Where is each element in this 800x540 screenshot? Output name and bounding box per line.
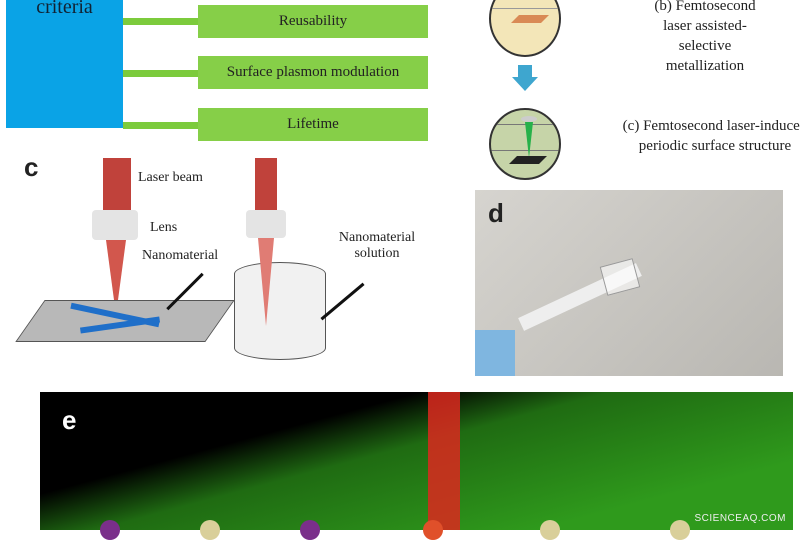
- step-b-label: (b) Femtosecond laser assisted-selective…: [654, 0, 756, 74]
- connector: [123, 122, 198, 129]
- pointer-arrow-icon: [320, 282, 365, 321]
- fluorescence-image: [40, 392, 793, 540]
- photo-tweezers: [475, 190, 783, 376]
- laser-beam-label: Laser beam: [138, 170, 203, 185]
- laser-cone: [106, 240, 126, 315]
- nanomaterial-solution-label: Nanomaterial solution: [338, 230, 416, 261]
- watermark: SCIENCEAQ.COM: [694, 513, 786, 524]
- panel-c-label: c: [24, 152, 39, 182]
- connector: [123, 18, 198, 25]
- laser-beam-2: [255, 158, 277, 210]
- criteria-item-plasmon: Surface plasmon modulation: [198, 56, 428, 89]
- metallization-circle: [489, 0, 561, 57]
- lipss-circle: [489, 108, 561, 180]
- criteria-item-lifetime: Lifetime: [198, 108, 428, 141]
- solution-container: [234, 262, 326, 360]
- down-arrow-head-icon: [512, 77, 538, 91]
- connector: [123, 70, 198, 77]
- nanomaterial-label: Nanomaterial: [142, 248, 219, 263]
- down-arrow-icon: [518, 65, 532, 77]
- laser-beam: [103, 158, 131, 210]
- step-c-label: (c) Femtosecond laser-induced periodic s…: [622, 118, 800, 154]
- criteria-box: [6, 0, 123, 128]
- criteria-item-reusability: Reusability: [198, 5, 428, 38]
- lens-label: Lens: [150, 220, 178, 235]
- lens-2: [246, 210, 286, 238]
- criteria-label: criteria: [36, 0, 93, 18]
- panel-d-label: d: [488, 198, 504, 228]
- panel-e-label: e: [62, 405, 77, 435]
- laser-cone-2: [258, 238, 274, 326]
- lens: [92, 210, 138, 240]
